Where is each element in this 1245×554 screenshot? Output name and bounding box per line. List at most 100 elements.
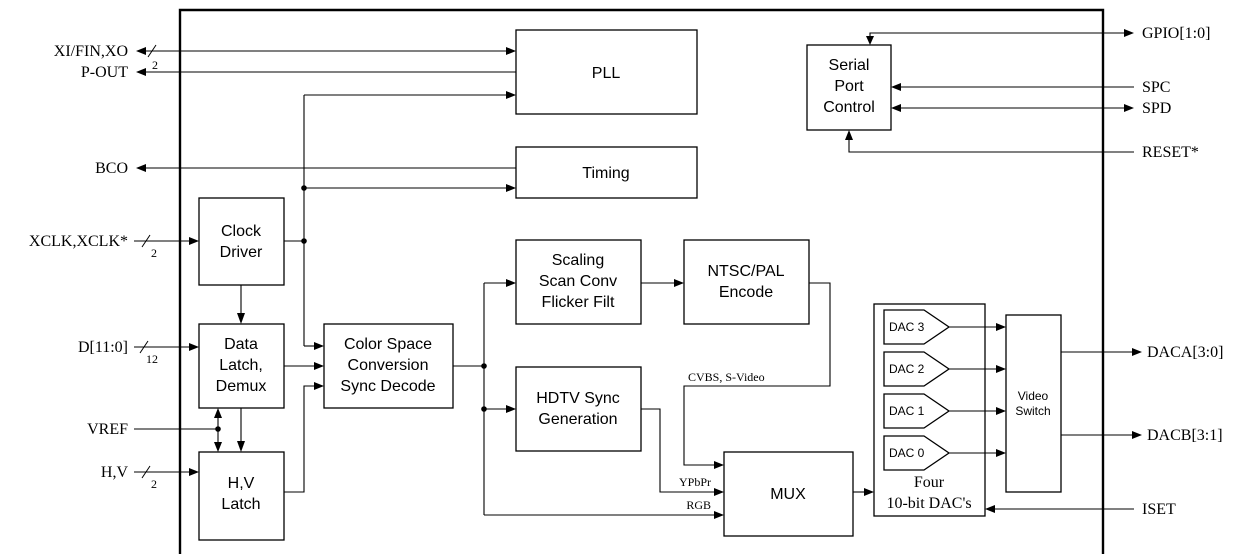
hdtv-sync-label-1: HDTV Sync [536, 390, 620, 407]
mux-block [723, 451, 854, 537]
gpio-arrow-down [866, 36, 874, 45]
clk-to-latch-arrow [237, 313, 245, 324]
pin-gpio: GPIO[1:0] [1142, 25, 1210, 42]
pin-dacb: DACB[3:1] [1147, 427, 1223, 444]
scaling-to-encode-arrow [674, 279, 684, 287]
video-switch-label-1: Video [1018, 389, 1049, 403]
dac1-label: DAC 1 [889, 404, 925, 418]
dac0-symbol [883, 435, 951, 471]
daca-arrow [1132, 348, 1142, 356]
pin-d: D[11:0] [78, 339, 128, 356]
dac3-symbol [883, 309, 951, 345]
color-space-label-1: Color Space [344, 336, 432, 353]
d-bus-width: 12 [146, 352, 158, 366]
dac1-out-arrow [996, 407, 1006, 415]
d-arrow [189, 343, 199, 351]
serial-port-label-2: Port [834, 78, 864, 95]
dac1-symbol [883, 393, 951, 429]
mux-to-dac-arrow [864, 488, 874, 496]
spd-arrow-left [891, 104, 901, 112]
data-latch-label-3: Demux [216, 378, 267, 395]
spd-arrow-right [1124, 104, 1134, 112]
pin-xclk: XCLK,XCLK* [29, 233, 128, 250]
serial-port-label-1: Serial [829, 57, 870, 74]
reset-arrow [845, 130, 853, 140]
pll-block [515, 29, 698, 115]
rgb-label: RGB [686, 498, 711, 512]
scaling-label-2: Scan Conv [539, 273, 617, 290]
xi-bus-width: 2 [152, 58, 158, 72]
rgb-arrow [714, 511, 724, 519]
pin-spc: SPC [1142, 79, 1170, 96]
ntsc-pal-block [683, 239, 810, 325]
serial-port-block [806, 44, 892, 131]
pin-p-out: P-OUT [81, 64, 128, 81]
spc-arrow [891, 83, 901, 91]
dac2-label: DAC 2 [889, 362, 925, 376]
data-latch-label-1: Data [224, 336, 258, 353]
pout-arrow [136, 68, 146, 76]
pin-hv: H,V [101, 464, 129, 481]
pin-reset: RESET* [1142, 144, 1199, 161]
gpio-line [869, 32, 1126, 42]
hv-to-csc-arrow [314, 382, 324, 390]
dac3-out-arrow [996, 323, 1006, 331]
xi-arrow-left [136, 47, 146, 55]
video-switch-block [1005, 314, 1062, 493]
color-space-label-3: Sync Decode [340, 378, 435, 395]
video-switch-label-2: Switch [1015, 404, 1050, 418]
cvbs-line [683, 282, 831, 466]
scaling-label-1: Scaling [552, 252, 604, 269]
xclk-arrow [189, 237, 199, 245]
iset-arrow [985, 505, 995, 513]
mux-label: MUX [770, 486, 806, 503]
pin-vref: VREF [87, 421, 128, 438]
hv-bus-slash [141, 465, 151, 479]
cvbs-arrow [714, 461, 724, 469]
ypbpr-arrow [714, 488, 724, 496]
pll-label: PLL [592, 65, 621, 82]
vref-arrow-up [214, 408, 222, 418]
vref-arrow-down [214, 442, 222, 452]
hv-latch-label-2: Latch [221, 496, 260, 513]
dac-group-label-2: 10-bit DAC's [886, 495, 971, 512]
pin-bco: BCO [95, 160, 128, 177]
clock-driver-block [198, 197, 285, 286]
hv-latch-block [198, 451, 285, 541]
dac2-out-arrow [996, 365, 1006, 373]
dac3-label: DAC 3 [889, 320, 925, 334]
hv-latch-label-1: H,V [228, 475, 255, 492]
hdtv-sync-block [515, 366, 642, 452]
ntsc-pal-label-1: NTSC/PAL [707, 263, 784, 280]
clock-to-timing-arrow [506, 184, 516, 192]
dacb-arrow [1132, 431, 1142, 439]
hv-to-csc-line [284, 385, 317, 493]
pin-iset: ISET [1142, 501, 1176, 518]
csc-to-hdtv-arrow [506, 405, 516, 413]
clock-driver-label-1: Clock [221, 223, 262, 240]
serial-port-label-3: Control [823, 99, 875, 116]
gpio-arrow-right [1124, 29, 1134, 37]
timing-label: Timing [582, 165, 629, 182]
hv-bus-width: 2 [151, 477, 157, 491]
xi-arrow-right [506, 47, 516, 55]
clock-driver-label-2: Driver [220, 244, 263, 261]
data-to-csc-arrow [314, 362, 324, 370]
cvbs-label: CVBS, S-Video [688, 370, 765, 384]
dac-group-label-1: Four [914, 474, 945, 491]
clock-to-csc-arrow [314, 342, 324, 350]
pin-xi-fin-xo: XI/FIN,XO [54, 43, 128, 60]
clock-to-pll-arrow [506, 91, 516, 99]
bco-arrow [136, 164, 146, 172]
timing-block [515, 146, 698, 199]
pin-spd: SPD [1142, 100, 1171, 117]
dac0-label: DAC 0 [889, 446, 925, 460]
data-latch-label-2: Latch, [219, 357, 263, 374]
latch-to-hv-arrow [237, 441, 245, 452]
ypbpr-label: YPbPr [679, 475, 711, 489]
xclk-bus-slash [141, 234, 151, 248]
xi-bus-slash [147, 44, 157, 58]
color-space-label-2: Conversion [348, 357, 429, 374]
reset-line [848, 138, 1134, 153]
